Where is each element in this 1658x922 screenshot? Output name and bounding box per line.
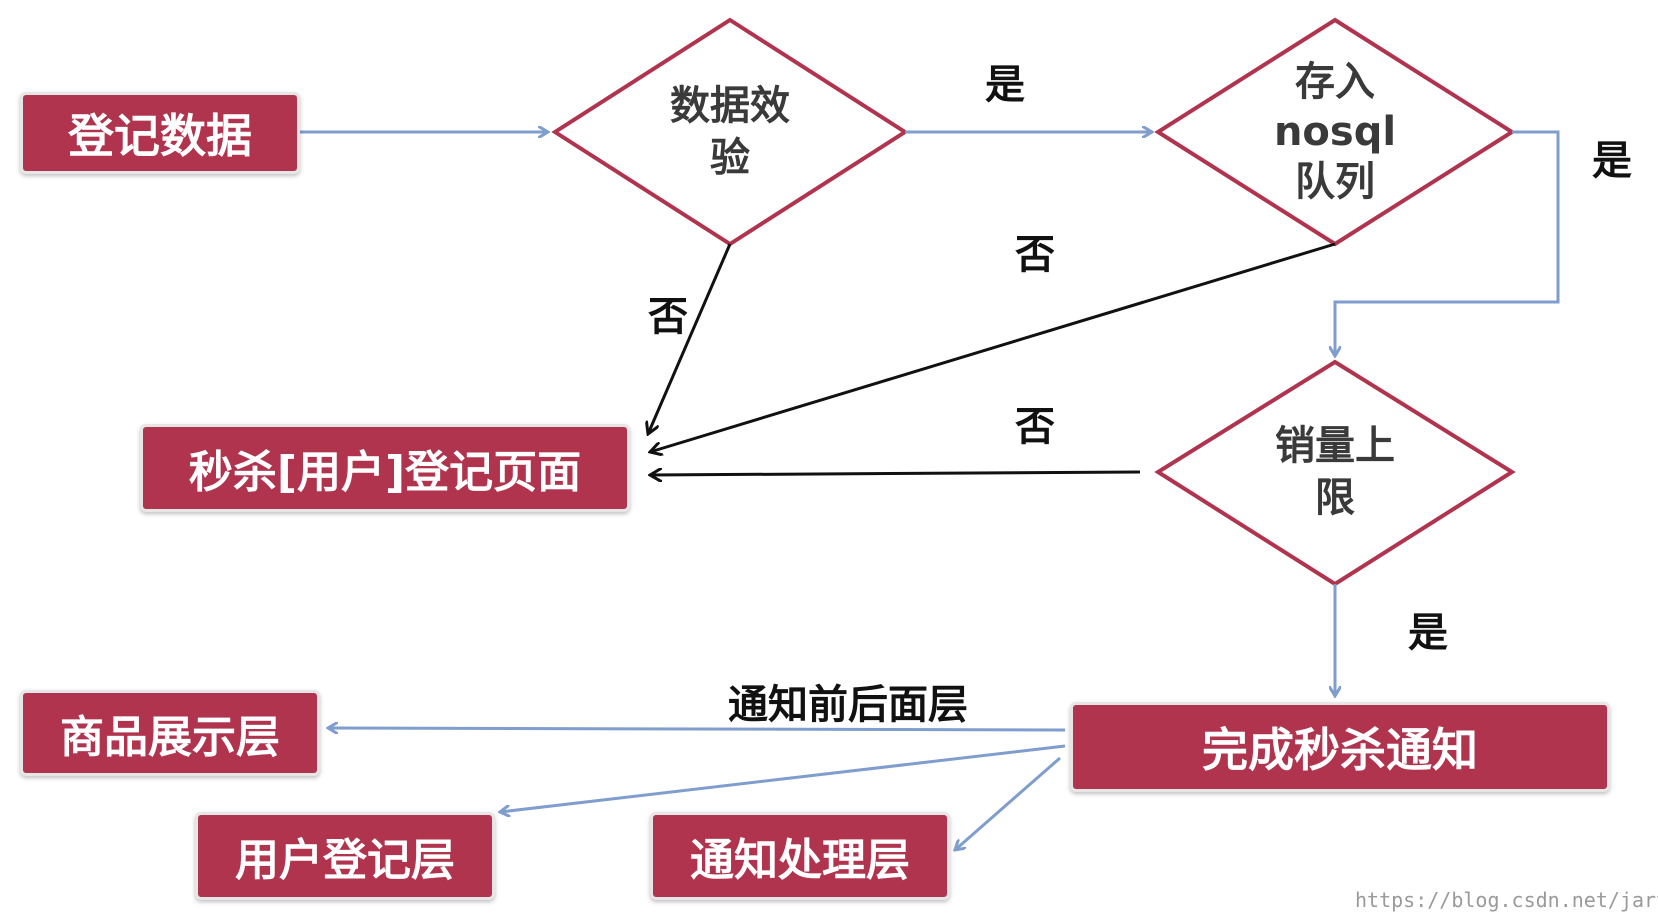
no-label-limit: 否 <box>1015 404 1055 450</box>
arrow-validation-no <box>648 243 732 434</box>
arrow-limit-no <box>650 472 1141 475</box>
sales-limit-line-1: 销量上 <box>1275 423 1395 469</box>
register-data-box: 登记数据 <box>20 92 300 174</box>
arrow-complete-to-user-layer <box>500 744 1066 812</box>
data-validation-line-1: 数据效 <box>670 83 790 129</box>
data-validation-line-2: 验 <box>710 135 750 181</box>
arrow-complete-to-notify-layer <box>955 756 1061 850</box>
notify-layer-box: 通知处理层 <box>650 812 950 900</box>
store-nosql-line-1: 存入 <box>1295 59 1375 105</box>
arrow-nosql-to-limit <box>1335 130 1560 356</box>
sales-limit-line-2: 限 <box>1315 475 1355 521</box>
arrow-complete-to-product-layer <box>328 728 1066 730</box>
no-label-validation: 否 <box>648 294 688 340</box>
complete-notify-box: 完成秒杀通知 <box>1070 702 1610 792</box>
yes-label-limit: 是 <box>1408 610 1448 656</box>
store-nosql-text: 存入 nosql 队列 <box>1235 48 1435 216</box>
notify-front-back-label: 通知前后面层 <box>728 682 968 728</box>
user-register-layer-box: 用户登记层 <box>195 812 495 900</box>
notify-layer-label: 通知处理层 <box>690 835 910 886</box>
store-nosql-line-2: nosql <box>1273 109 1397 155</box>
yes-label-nosql: 是 <box>1592 138 1632 184</box>
register-data-label: 登记数据 <box>68 109 252 163</box>
user-register-layer-label: 用户登记层 <box>235 835 455 886</box>
yes-label-validation: 是 <box>985 62 1025 108</box>
product-layer-label: 商品展示层 <box>60 712 280 763</box>
complete-notify-label: 完成秒杀通知 <box>1202 723 1478 777</box>
signup-page-label: 秒杀[用户]登记页面 <box>188 447 582 498</box>
data-validation-text: 数据效 验 <box>630 72 830 192</box>
no-label-nosql: 否 <box>1015 232 1055 278</box>
product-layer-box: 商品展示层 <box>20 690 320 776</box>
watermark-text: https://blog.csdn.net/jartins <box>1355 888 1658 912</box>
signup-page-box: 秒杀[用户]登记页面 <box>140 424 630 512</box>
store-nosql-line-3: 队列 <box>1295 159 1375 205</box>
arrow-nosql-no <box>650 242 1336 452</box>
sales-limit-text: 销量上 限 <box>1235 412 1435 532</box>
